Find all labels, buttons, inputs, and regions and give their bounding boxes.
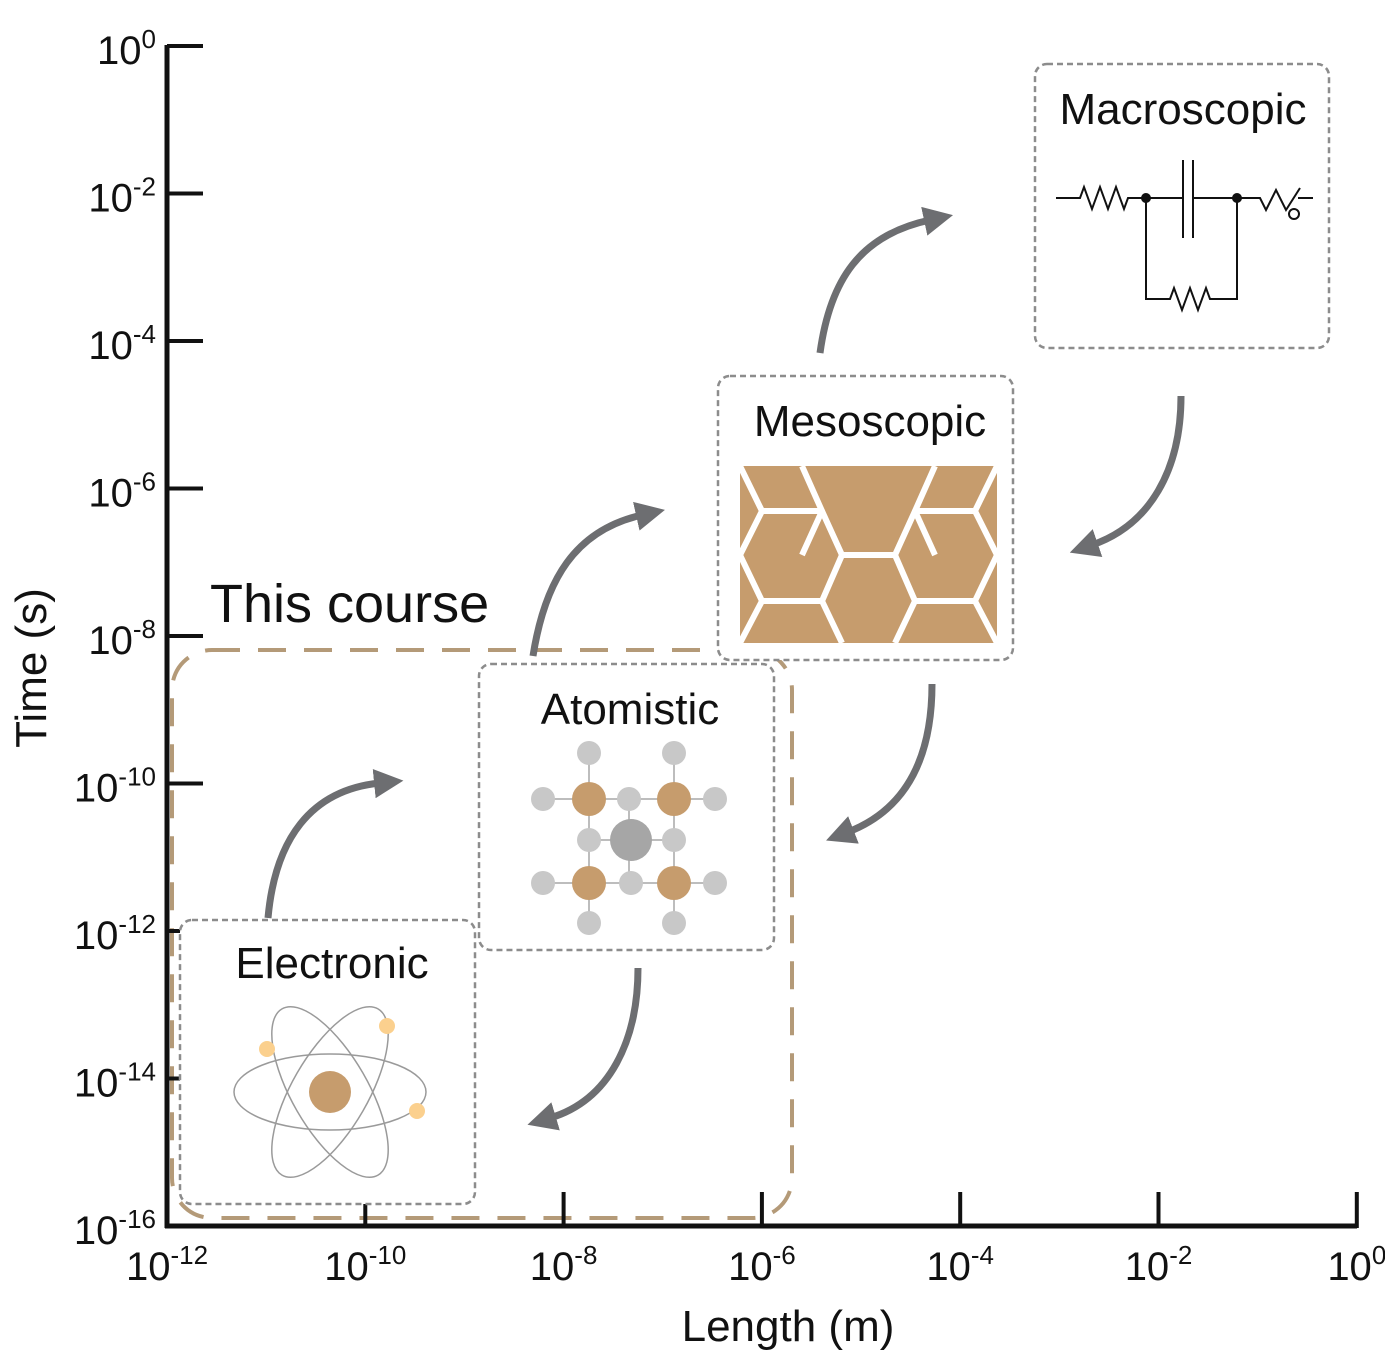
macroscopic-panel: Macroscopic	[1033, 62, 1331, 350]
atom-icon	[233, 1005, 427, 1179]
electron-dot	[379, 1018, 395, 1034]
x-axis-ticks: 10-12 10-10 10-8 10-6 10-4 10-2 100	[126, 1192, 1385, 1289]
arrow-atomistic-to-mesoscopic	[529, 501, 665, 657]
y-tick-label: 10-4	[88, 319, 156, 368]
course-region-border	[170, 648, 794, 1220]
x-tick-label: 10-12	[126, 1240, 208, 1289]
mesoscopic-panel: Mesoscopic	[716, 374, 1015, 662]
y-tick-label: 10-10	[74, 762, 156, 811]
atomistic-panel: Atomistic	[477, 662, 776, 952]
electron-dot	[409, 1103, 425, 1119]
x-tick-label: 100	[1327, 1240, 1385, 1289]
scale-arrows	[264, 206, 1185, 1131]
grain-structure-icon	[737, 464, 1000, 645]
x-tick-label: 10-4	[926, 1240, 994, 1289]
electron-dot	[259, 1041, 275, 1057]
electronic-panel: Electronic	[178, 918, 477, 1206]
y-axis-title: Time (s)	[7, 588, 56, 748]
nucleus-circle	[309, 1071, 351, 1113]
arrow-mesoscopic-to-atomistic	[826, 683, 936, 844]
y-tick-label: 10-6	[88, 467, 156, 516]
y-tick-label: 100	[97, 24, 156, 73]
x-tick-label: 10-10	[324, 1240, 406, 1289]
electronic-title: Electronic	[235, 939, 428, 988]
y-tick-label: 10-14	[74, 1057, 156, 1106]
electronic-box	[178, 918, 477, 1206]
y-tick-label: 10-12	[74, 909, 156, 958]
lattice-atoms	[531, 741, 727, 935]
x-tick-label: 10-6	[728, 1240, 796, 1289]
x-tick-label: 10-8	[530, 1240, 598, 1289]
arrow-atomistic-to-electronic	[527, 967, 642, 1131]
course-region-label: This course	[210, 574, 489, 634]
x-axis-title: Length (m)	[682, 1302, 895, 1351]
arrow-mesoscopic-to-macroscopic	[816, 206, 953, 354]
y-tick-label: 10-2	[88, 172, 156, 221]
mesoscopic-title: Mesoscopic	[754, 397, 986, 446]
arrow-electronic-to-atomistic	[264, 768, 404, 919]
circuit-icon	[1056, 160, 1313, 313]
arrow-macroscopic-to-mesoscopic	[1069, 395, 1185, 557]
y-tick-label: 10-8	[88, 614, 156, 663]
y-tick-label: 10-16	[74, 1204, 156, 1253]
x-tick-label: 10-2	[1125, 1240, 1193, 1289]
atomistic-title: Atomistic	[541, 685, 719, 734]
macroscopic-title: Macroscopic	[1060, 85, 1307, 134]
